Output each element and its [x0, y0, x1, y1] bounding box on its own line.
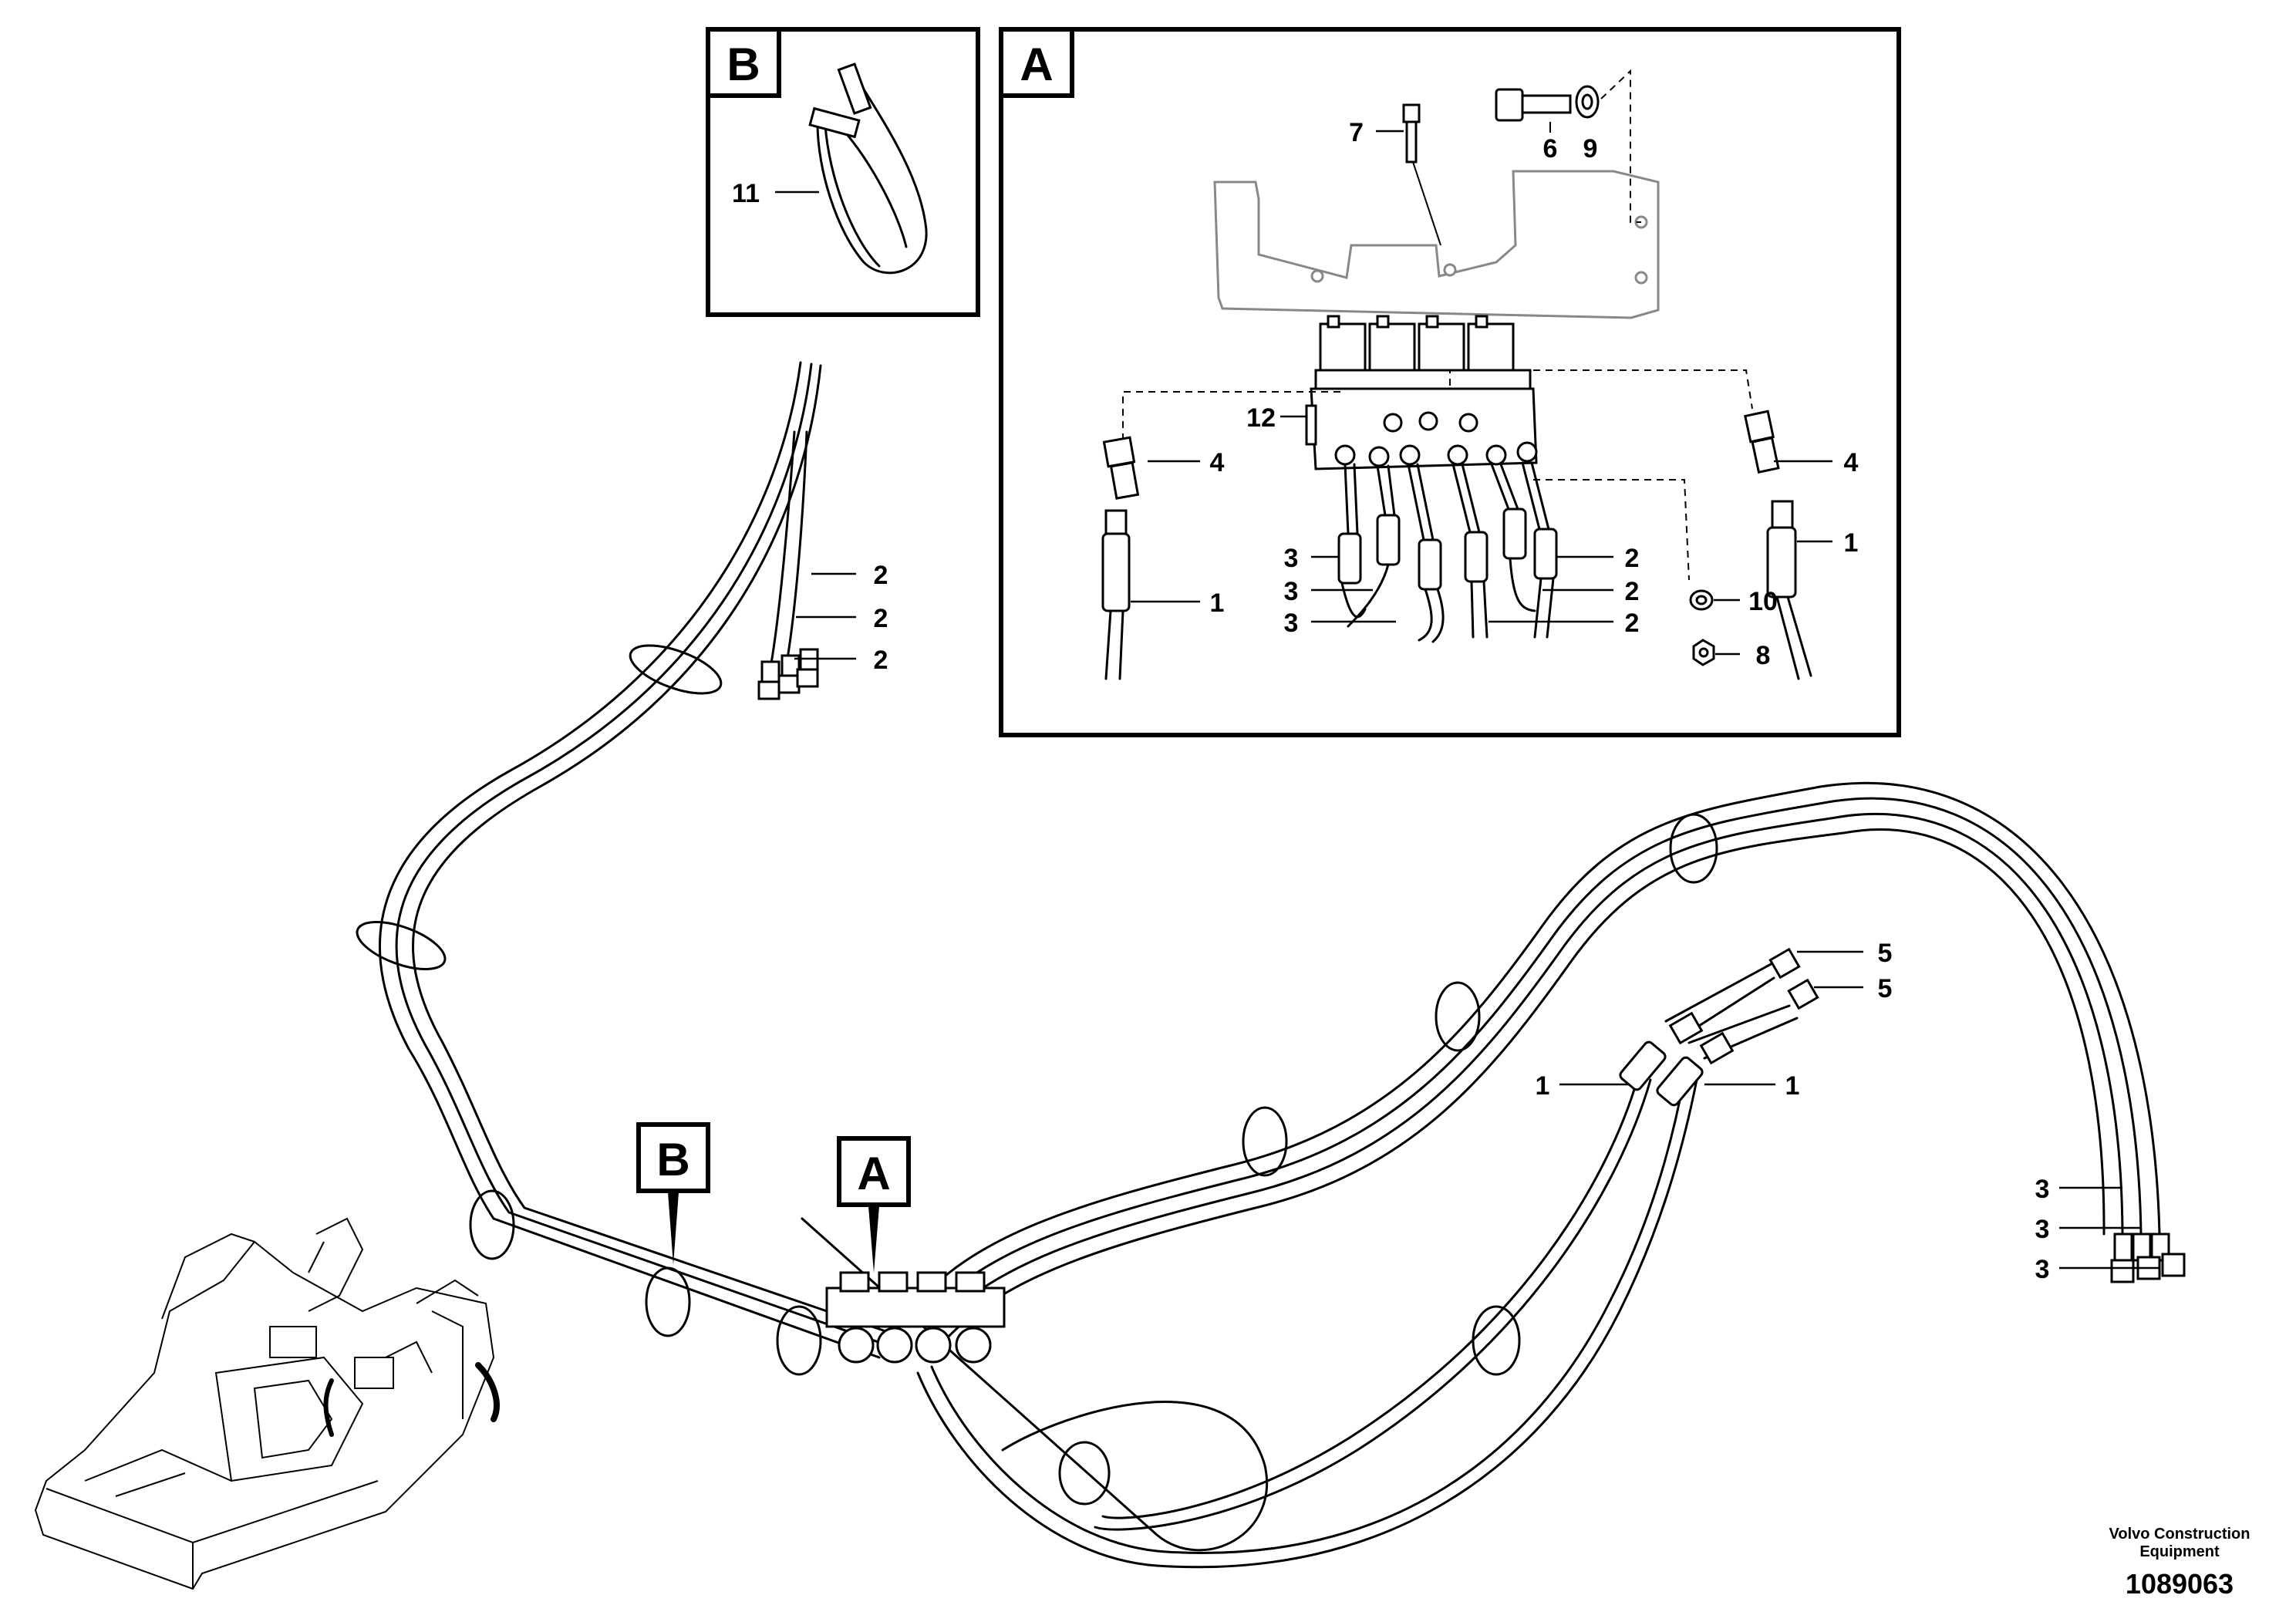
union-part-4-left[interactable] [1102, 436, 1140, 500]
nut-part-8[interactable] [1692, 639, 1715, 666]
hose-part-1-left[interactable] [1101, 509, 1131, 680]
label-1-right: 1 [1844, 528, 1859, 558]
label-main-3b: 3 [2035, 1215, 2050, 1244]
mounting-bracket [1213, 170, 1660, 319]
assembly-line-left [1122, 391, 1340, 440]
screw-part-7[interactable] [1402, 103, 1441, 246]
callout-b-letter: B [656, 1134, 689, 1185]
valve-block-assembly[interactable] [825, 1271, 1006, 1364]
machine-frame-thumbnail [34, 1217, 500, 1590]
label-6: 6 [1543, 134, 1558, 164]
valve-block-part-12[interactable] [1305, 315, 1538, 470]
assembly-line-nut [1533, 479, 1690, 581]
main-labels: 2 2 2 5 5 1 1 3 3 3 [794, 561, 2159, 1284]
label-4-left: 4 [1210, 448, 1225, 477]
hoses-part-3-detail[interactable] [1337, 463, 1445, 643]
detail-box-a-letter: A [1020, 39, 1053, 90]
footer: Volvo Construction Equipment 1089063 [2109, 1526, 2250, 1600]
assembly-line-bolt [1600, 69, 1641, 223]
detail-box-a[interactable]: A 7 6 9 [999, 27, 1901, 737]
label-3c: 3 [1284, 609, 1299, 638]
label-main-1a: 1 [1536, 1071, 1550, 1101]
label-main-2c: 2 [874, 646, 888, 675]
label-main-3a: 3 [2035, 1175, 2050, 1204]
brand-line-2: Equipment [2139, 1543, 2220, 1560]
hose-bundle-main[interactable] [378, 361, 2186, 1569]
cable-tie-part-11[interactable] [808, 62, 928, 275]
assembly-line-right [1449, 369, 1753, 410]
label-9: 9 [1583, 134, 1598, 164]
label-main-5a: 5 [1878, 939, 1893, 968]
label-7: 7 [1349, 118, 1364, 147]
detail-box-b[interactable]: B 11 [706, 27, 980, 317]
label-main-3c: 3 [2035, 1255, 2050, 1284]
detail-box-b-letter: B [727, 39, 760, 90]
washer-part-10[interactable] [1689, 589, 1714, 611]
washer-part-9[interactable] [1575, 85, 1600, 119]
label-11: 11 [732, 179, 760, 208]
drawing-number: 1089063 [2126, 1568, 2234, 1600]
label-2b: 2 [1625, 577, 1640, 606]
callout-a-letter: A [857, 1148, 890, 1199]
hose-part-1-right[interactable] [1766, 500, 1812, 680]
hoses-part-2-detail[interactable] [1451, 461, 1558, 639]
label-8: 8 [1756, 641, 1771, 670]
union-part-4-right[interactable] [1744, 410, 1780, 474]
callout-a-pointer [868, 1206, 879, 1273]
label-main-2b: 2 [874, 604, 888, 633]
label-2a: 2 [1625, 544, 1640, 573]
callout-b-pointer [668, 1192, 679, 1265]
label-1-left: 1 [1210, 588, 1225, 618]
label-2c: 2 [1625, 609, 1640, 638]
brand-line-1: Volvo Construction [2109, 1526, 2250, 1543]
bolt-part-6[interactable] [1495, 88, 1572, 122]
label-12: 12 [1246, 403, 1276, 433]
label-main-1b: 1 [1785, 1071, 1800, 1101]
callout-a[interactable]: A [837, 1136, 911, 1273]
label-main-2a: 2 [874, 561, 888, 590]
label-3a: 3 [1284, 544, 1299, 573]
label-10: 10 [1748, 587, 1778, 616]
callout-b[interactable]: B [636, 1122, 710, 1265]
label-4-right: 4 [1844, 448, 1859, 477]
cable-ties-main [356, 644, 1718, 1506]
label-main-5b: 5 [1878, 974, 1893, 1003]
label-3b: 3 [1284, 577, 1299, 606]
